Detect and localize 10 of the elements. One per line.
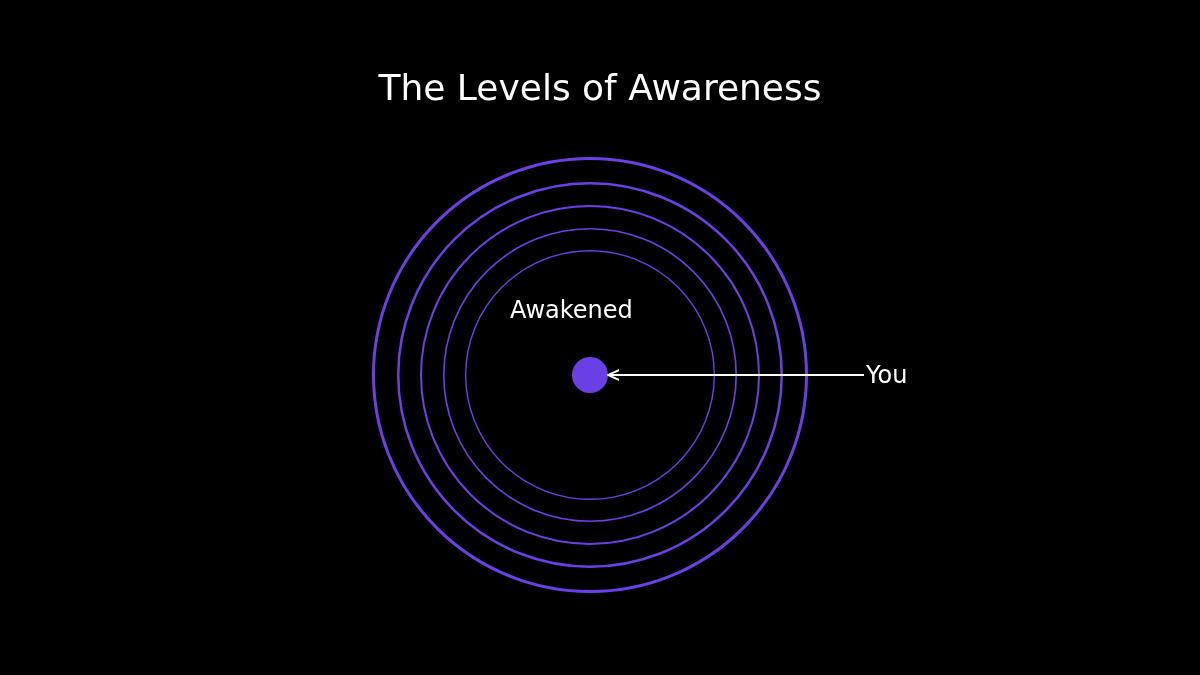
awareness-ring bbox=[372, 157, 808, 593]
awareness-ring bbox=[397, 182, 783, 568]
center-dot bbox=[572, 357, 608, 393]
level-label: Awakened bbox=[510, 295, 633, 325]
awareness-ring bbox=[420, 205, 760, 545]
awareness-ring bbox=[465, 250, 715, 500]
pointer-label: You bbox=[866, 360, 918, 390]
arrow bbox=[607, 369, 865, 381]
diagram-title: The Levels of Awareness bbox=[377, 66, 823, 110]
awareness-ring bbox=[443, 228, 737, 522]
